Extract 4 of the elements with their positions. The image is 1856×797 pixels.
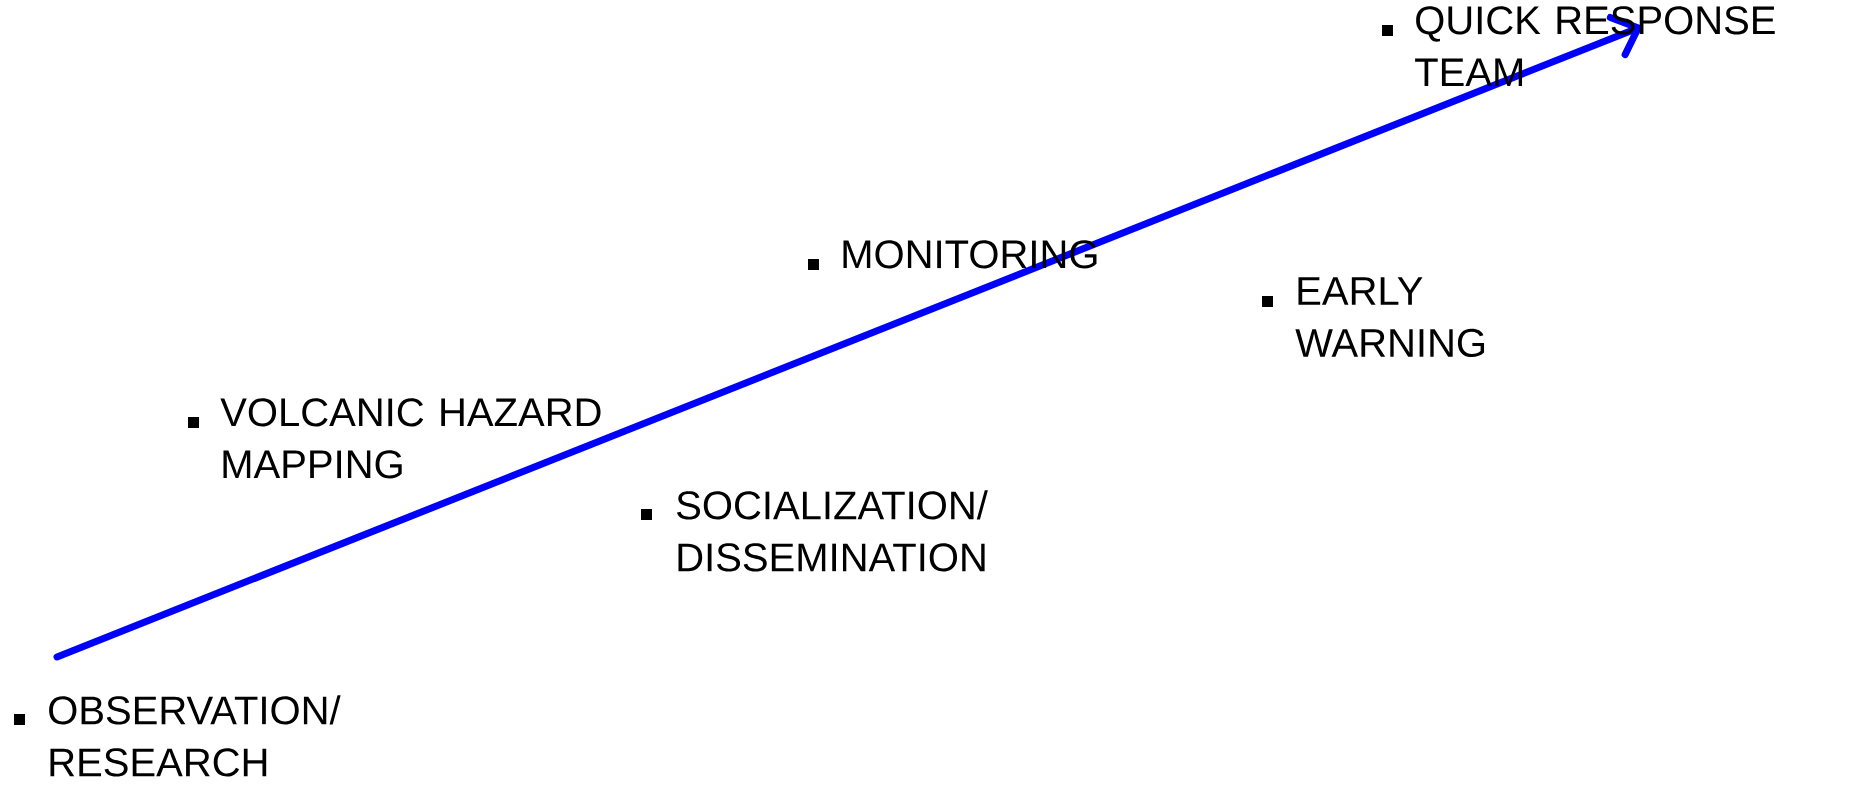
list-item-text: SOCIALIZATION/ DISSEMINATION [677,490,988,572]
list-item-text: OBSERVATION/ RESEARCH [49,695,341,777]
list-item-text: EARLY WARNING [1295,277,1485,358]
list-item-text: VOLCANIC HAZARD MAPPING [220,398,601,479]
